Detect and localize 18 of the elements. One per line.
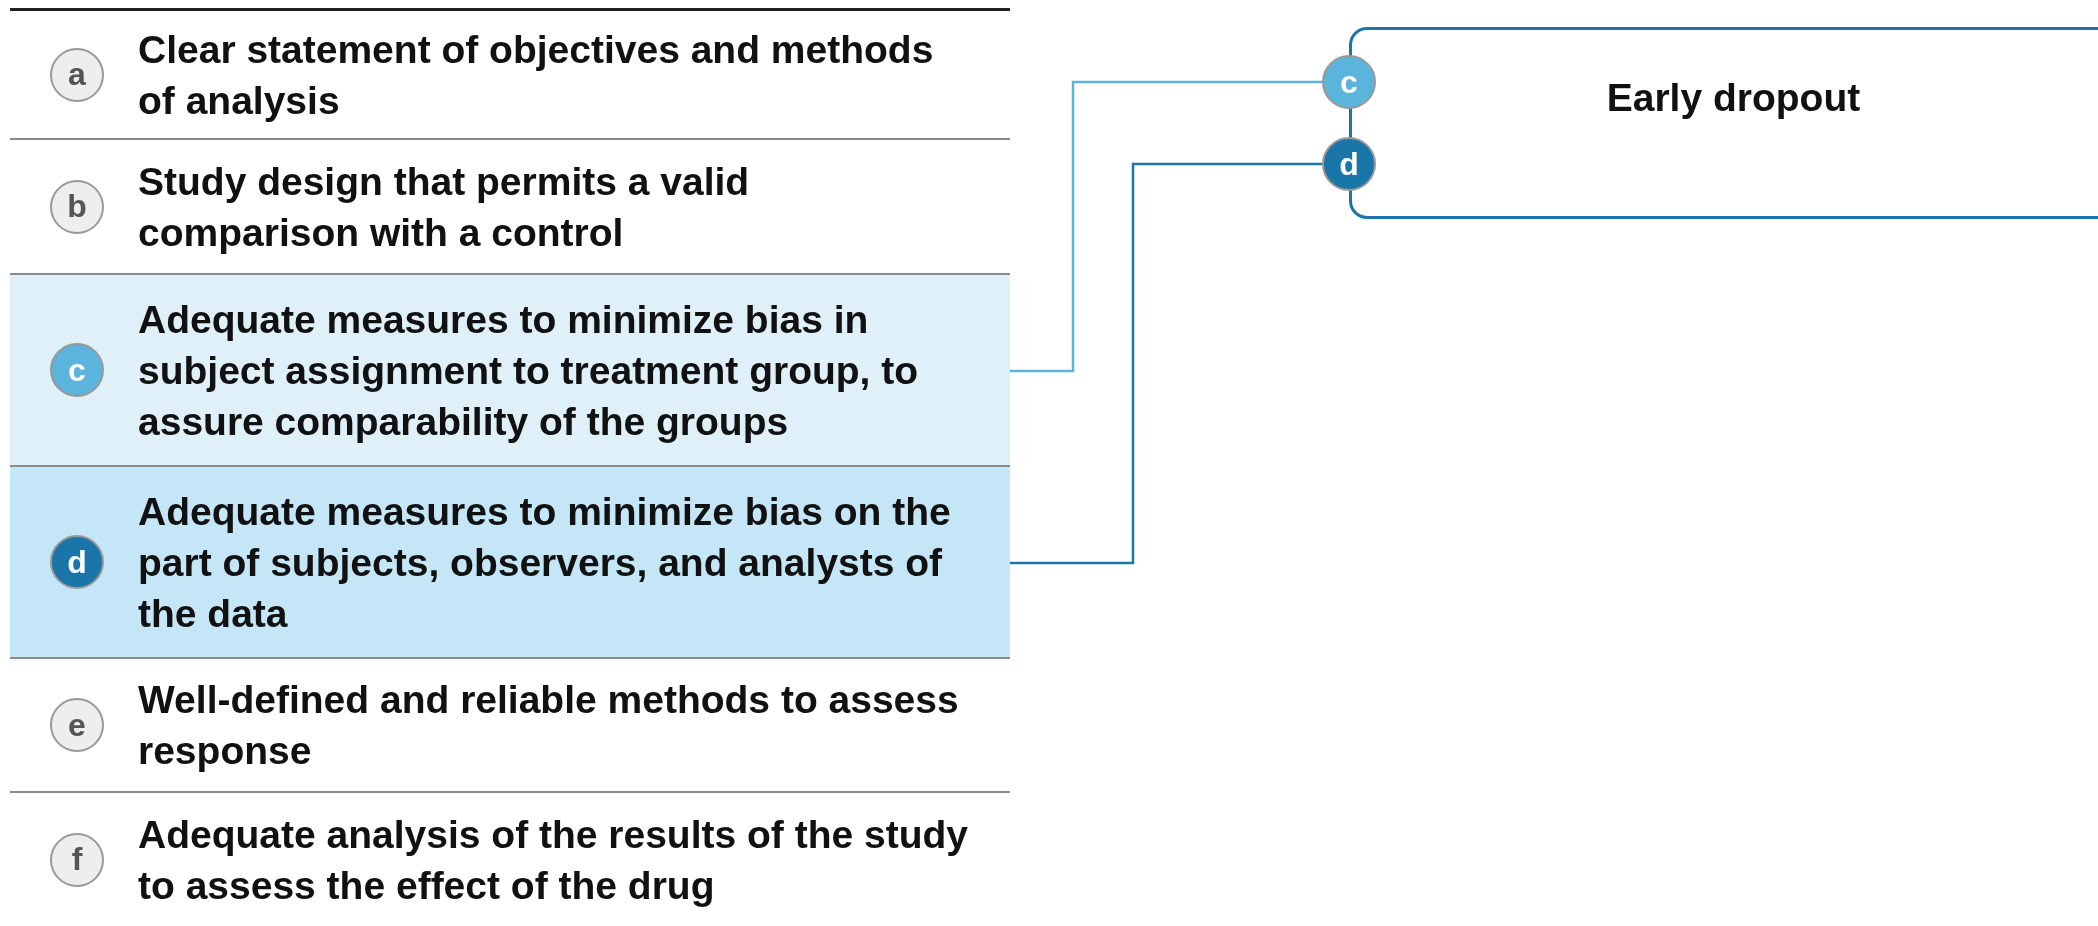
criterion-row [10, 467, 1010, 659]
letter-badge: b [50, 179, 104, 234]
criterion-text: Study design that permits a valid comparison with a control [138, 158, 751, 256]
criterion-text: Adequate analysis of the results of the study to assess the effect of the drug [138, 811, 969, 909]
letter-badge: d [50, 535, 104, 589]
criterion-text: Adequate measures to minimize bias on the part of subjects, observers, and analysts of the data [138, 488, 952, 637]
connector-line [1010, 162, 1322, 565]
criterion-text: Well-defined and reliable methods to assess response [138, 677, 960, 774]
letter-badge: e [50, 698, 104, 752]
letter-badge: c [1322, 55, 1376, 109]
connector-line [1010, 80, 1322, 373]
criterion-text: Adequate measures to minimize bias in subject assignment to treatment group, to assure comparability of the groups [138, 296, 920, 445]
letter-badge: d [1322, 137, 1376, 191]
letter-badge: f [50, 832, 104, 887]
criterion-row [10, 275, 1010, 467]
letter-badge: c [50, 343, 104, 397]
criterion-text: Clear statement of objectives and methods of analysis [138, 26, 935, 124]
letter-badge: a [50, 47, 104, 102]
